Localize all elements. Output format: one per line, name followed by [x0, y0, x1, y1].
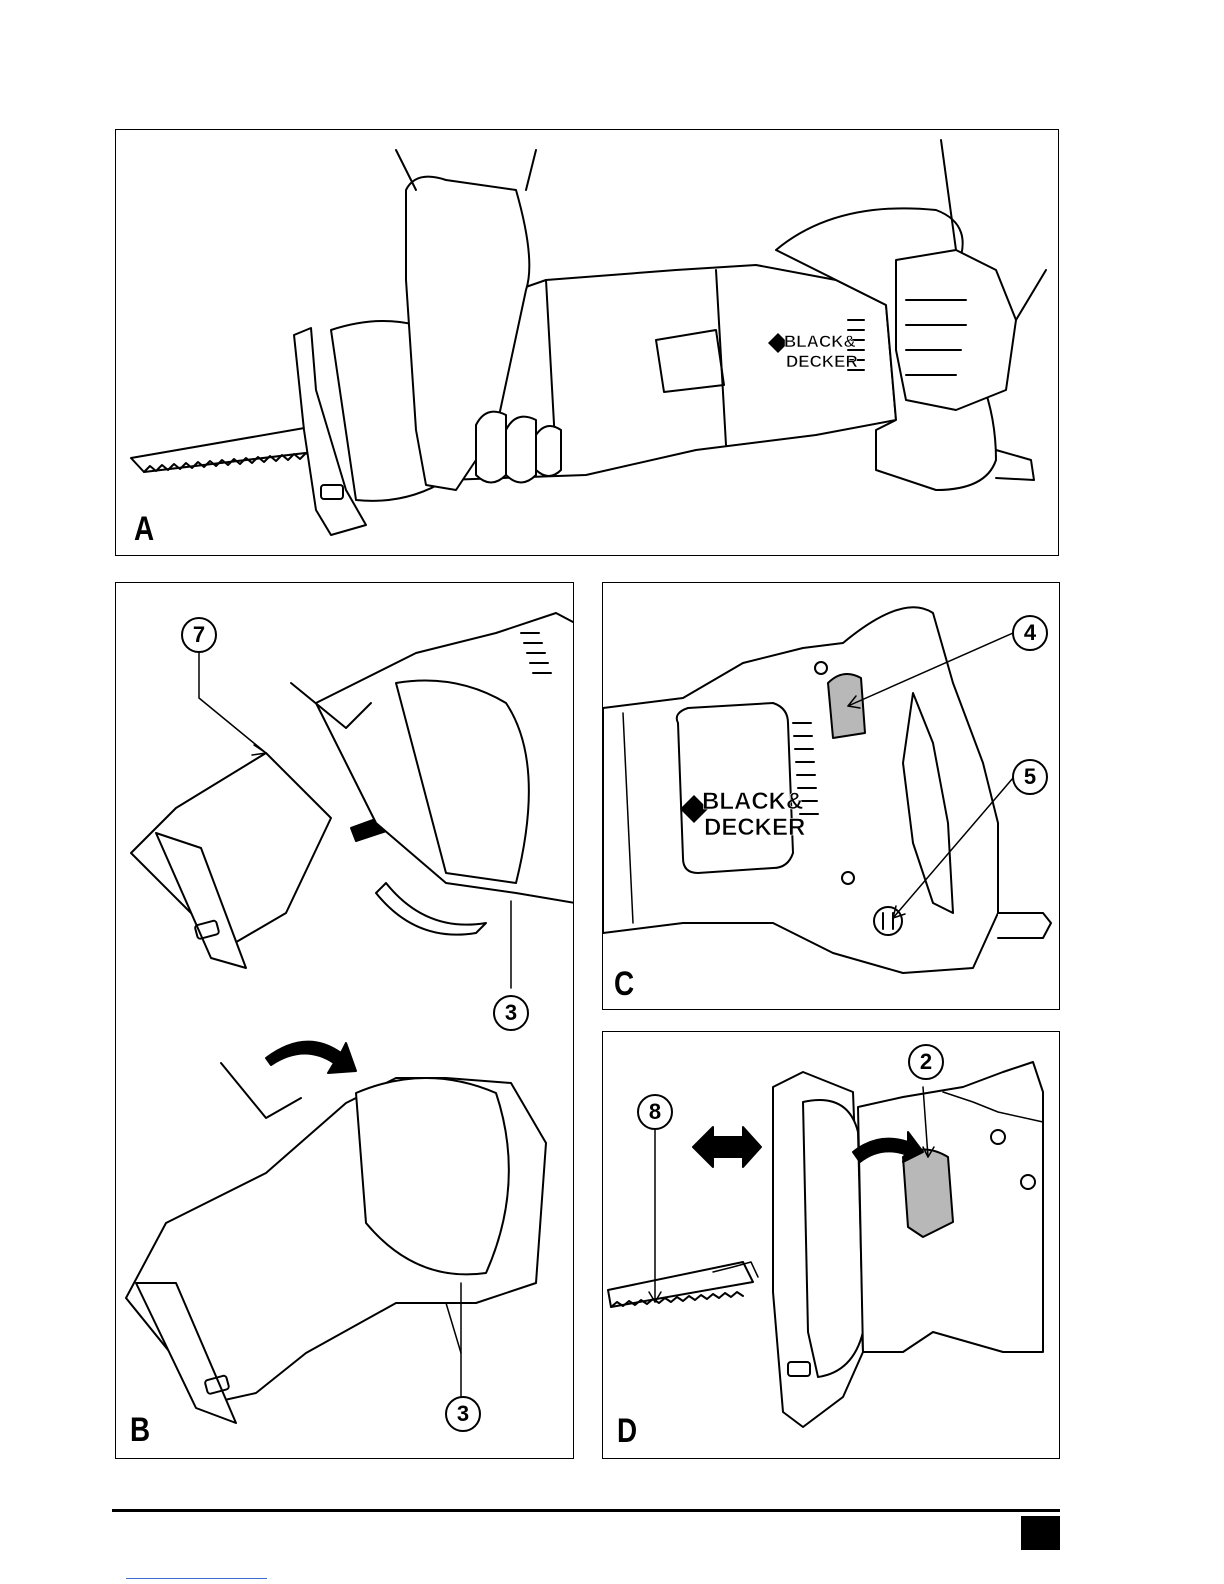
figure-a-label: A: [134, 512, 154, 546]
figure-c-illustration: [603, 583, 1060, 1010]
callout-7: 7: [181, 617, 217, 653]
callout-2: 2: [908, 1044, 944, 1080]
figure-d-panel: 2 8 D: [602, 1031, 1060, 1459]
rear-hand: [896, 250, 1016, 410]
rotate-arrow: [266, 1042, 356, 1073]
figure-d-label: D: [617, 1414, 637, 1448]
brand-logo-a: BLACK& DECKER: [766, 325, 866, 375]
blade-slide-arrow: [693, 1127, 761, 1167]
figure-a-panel: BLACK& DECKER A: [115, 129, 1059, 556]
footer-rule: [112, 1509, 1060, 1512]
figure-b-panel: 7 3 3 B: [115, 582, 574, 1459]
brand-line-2-a: DECKER: [786, 352, 858, 371]
blade-clamp-lever: [903, 1150, 953, 1238]
trigger-lock: [828, 674, 865, 738]
footer-link-underline[interactable]: [126, 1578, 267, 1579]
figure-c-panel: BLACK& DECKER 4 5 C: [602, 582, 1060, 1010]
switch-5: [874, 907, 902, 935]
brand-logo-c: BLACK& DECKER: [678, 779, 808, 849]
callout-3-upper: 3: [493, 995, 529, 1031]
figure-d-illustration: [603, 1032, 1060, 1459]
detached-nose: [131, 753, 331, 948]
brand-line-2-c: DECKER: [704, 814, 805, 841]
brand-line-1-c: BLACK&: [702, 788, 803, 815]
callout-5: 5: [1012, 759, 1048, 795]
callout-3-lower: 3: [445, 1396, 481, 1432]
callout-8: 8: [637, 1094, 673, 1130]
page-number-box: [1021, 1516, 1060, 1550]
figure-b-label: B: [130, 1413, 150, 1447]
figure-c-label: C: [614, 967, 634, 1001]
brand-line-1-a: BLACK&: [784, 332, 856, 351]
figure-a-illustration: [116, 130, 1059, 556]
callout-4: 4: [1012, 615, 1048, 651]
